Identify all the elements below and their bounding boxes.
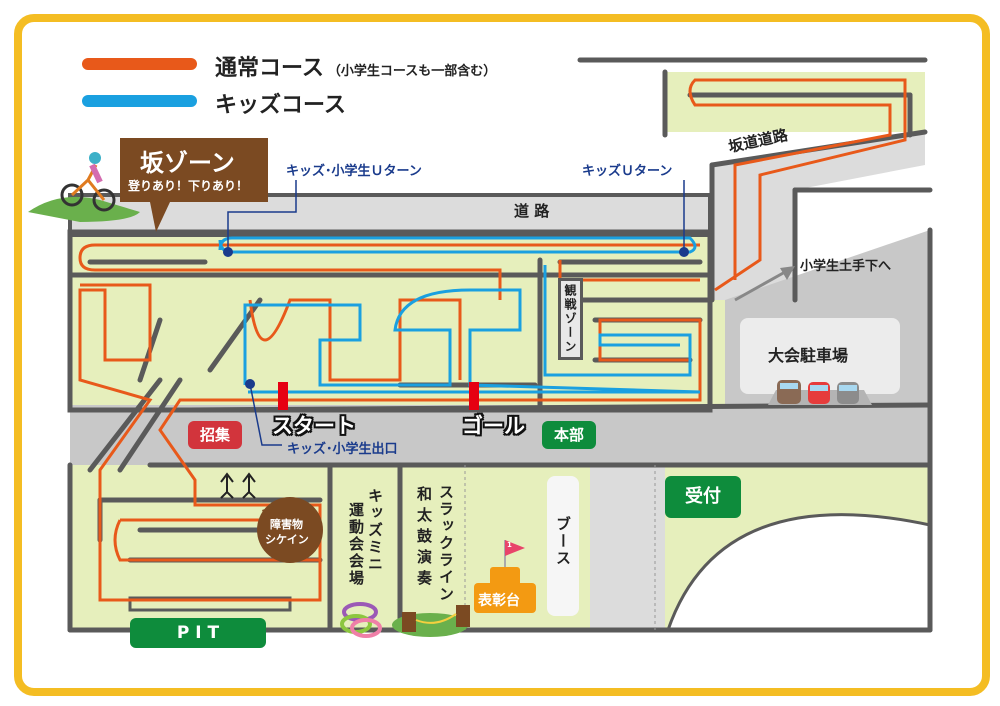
goal-label: ゴール [462,414,525,438]
legend-normal-course: 通常コース（小学生コースも一部含む） [215,50,496,82]
start-label: スタート [272,414,356,438]
slope-zone-title: 坂ゾーン [140,149,235,177]
obstacle-label-2: シケイン [265,533,309,546]
legend-normal-course-sub: （小学生コースも一部含む） [327,64,497,79]
cyclist-icon [28,150,138,225]
kids-mini-col1: キッズミニ [366,488,384,573]
callout-kids-uturn: キッズＵターン [582,164,673,179]
callout-kids-elem-exit: キッズ･小学生出口 [287,442,398,457]
gathering-badge: 招集 [188,421,242,449]
slackline-trees-icon [395,600,475,640]
spectator-zone-label: 観戦ゾーン [558,278,583,360]
legend-kids-course: キッズコース [215,87,346,119]
booth-label: ブース [554,516,572,567]
callout-kids-elem-uturn: キッズ･小学生Ｕターン [286,164,422,179]
legend-kids-course-label: キッズコース [215,93,346,118]
pit-badge: P I T [130,618,266,648]
parking-cars-icon [770,378,870,406]
to-elem-embankment-label: 小学生土手下へ [800,259,892,274]
podium-flag-number: 1 [507,541,512,549]
taiko-label: 和太鼓演奏 [415,486,433,591]
legend-normal-course-label: 通常コース [215,56,324,81]
up-arrows-icon [220,472,258,500]
rings-icon [340,600,385,638]
reception-badge: 受付 [665,476,741,518]
parking-label: 大会駐車場 [768,346,849,365]
legend-normal-course-line [82,58,197,70]
legend-kids-course-line [82,95,197,107]
kids-mini-col2: 運動会会場 [347,502,365,587]
slope-zone-subtitle: 登りあり！下りあり！ [128,179,249,193]
slackline-label: スラックライン [437,484,455,603]
hq-badge: 本部 [542,421,596,449]
direction-arrow-icon [733,264,797,302]
road-label: 道 路 [514,202,550,220]
podium-label: 表彰台 [478,593,520,609]
obstacle-label-1: 障害物 [270,518,303,531]
